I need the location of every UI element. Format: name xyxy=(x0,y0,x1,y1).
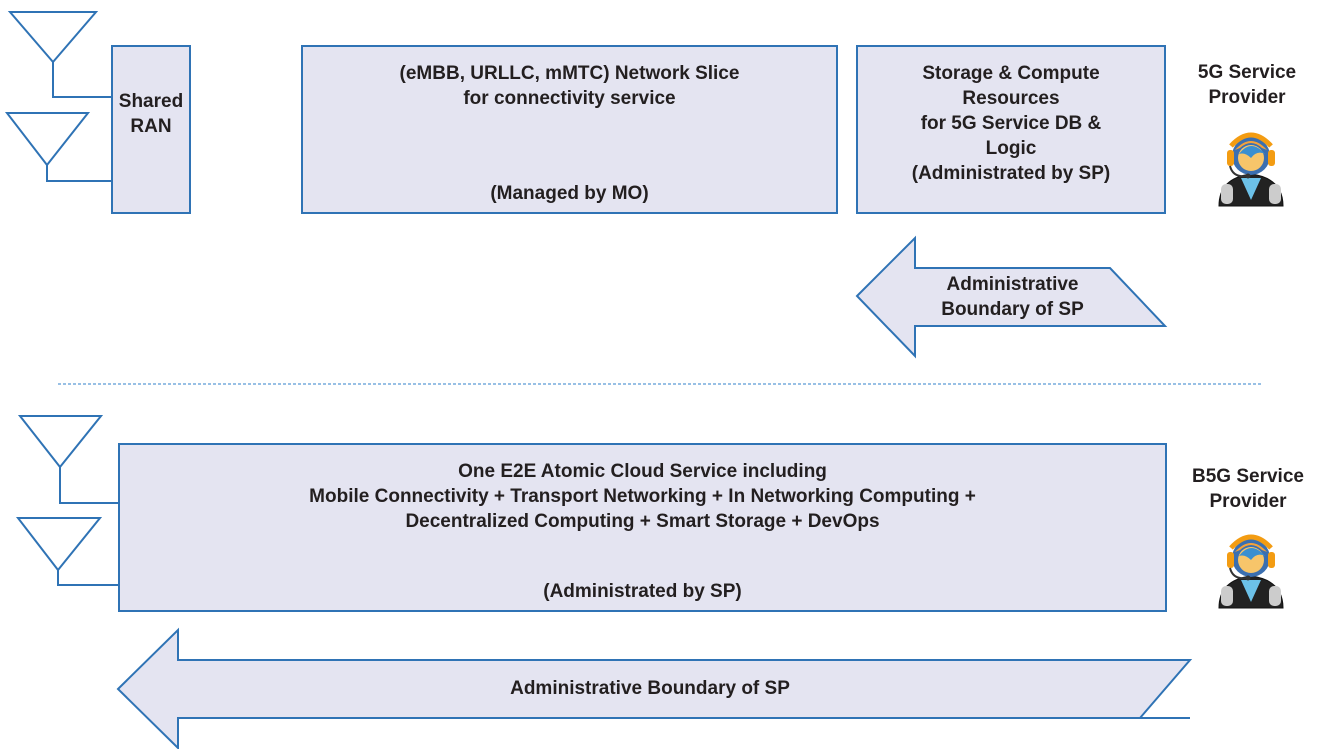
network-slice-note: (Managed by MO) xyxy=(490,183,649,204)
storage-compute-box: Storage & Compute Resources for 5G Servi… xyxy=(856,45,1166,214)
b5g-service-provider-label: B5G Service Provider xyxy=(1192,466,1304,512)
antenna-icon xyxy=(7,11,113,98)
arrow-label-bottom: Administrative Boundary of SP xyxy=(510,678,790,699)
storage-compute-label: Storage & Compute Resources for 5G Servi… xyxy=(911,63,1111,184)
e2e-cloud-service-note: (Administrated by SP) xyxy=(543,581,742,602)
administrative-boundary-arrow-top xyxy=(855,235,1168,359)
antenna-icon xyxy=(17,415,120,504)
network-slice-box: (eMBB, URLLC, mMTC) Network Slice for co… xyxy=(301,45,838,214)
network-slice-title: (eMBB, URLLC, mMTC) Network Slice for co… xyxy=(399,63,740,109)
e2e-cloud-service-box: One E2E Atomic Cloud Service including M… xyxy=(118,443,1167,612)
service-provider-avatar-icon xyxy=(1218,132,1284,207)
e2e-cloud-service-title: One E2E Atomic Cloud Service including M… xyxy=(309,461,976,532)
service-provider-avatar-icon xyxy=(1218,534,1284,609)
shared-ran-box: Shared RAN xyxy=(111,45,191,214)
antenna-icon xyxy=(15,517,120,586)
administrative-boundary-arrow-bottom xyxy=(116,627,1193,749)
5g-service-provider-label: 5G Service Provider xyxy=(1197,62,1297,108)
shared-ran-label: Shared RAN xyxy=(118,91,184,137)
arrow-label-top: Administrative Boundary of SP xyxy=(941,274,1084,320)
antenna-icon xyxy=(4,112,113,182)
